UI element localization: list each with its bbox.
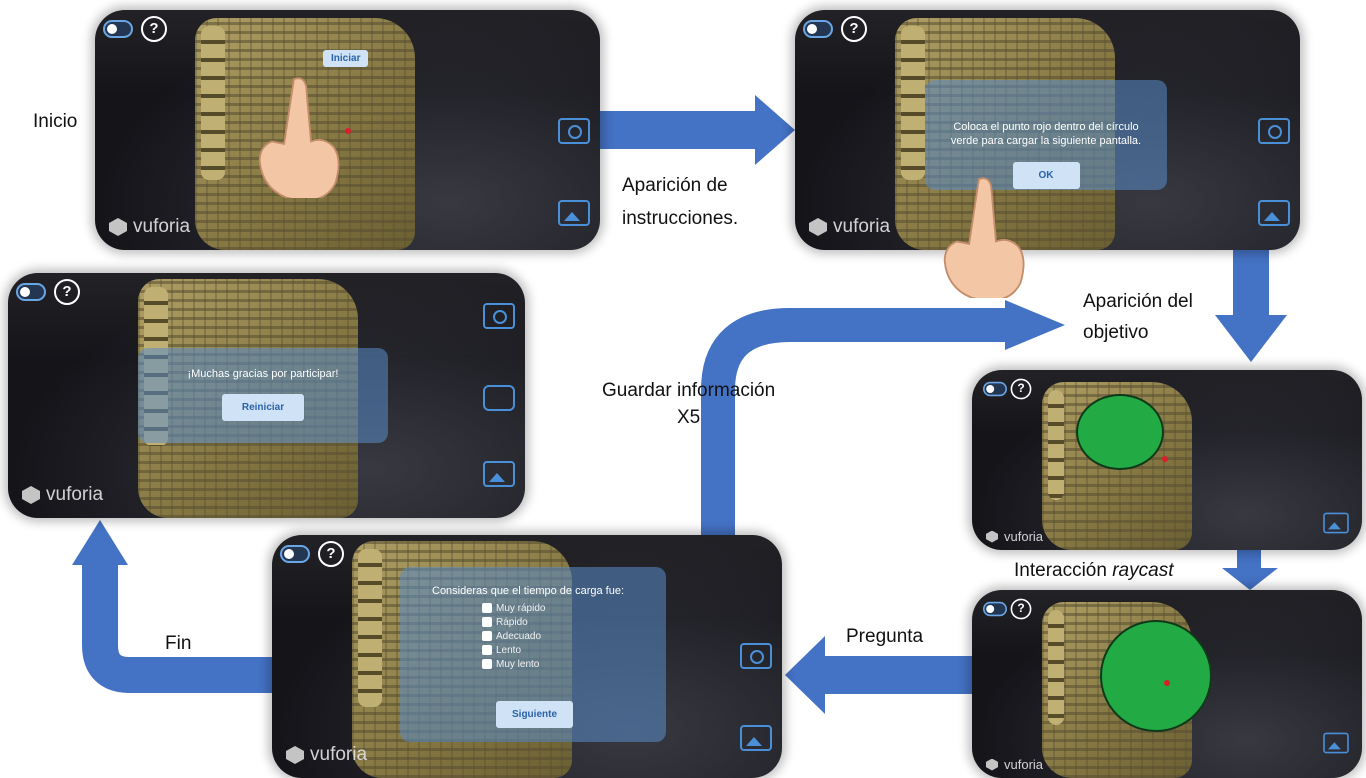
thanks-message: ¡Muchas gracias por participar! — [187, 368, 339, 380]
screen-raycast: ? vuforia — [972, 590, 1362, 778]
vuforia-logo: vuforia — [986, 757, 1043, 772]
vuforia-logo: vuforia — [22, 484, 103, 506]
option-item[interactable]: Muy rápido — [482, 601, 666, 615]
toggle-icon[interactable] — [16, 283, 46, 301]
gallery-icon[interactable] — [1323, 512, 1349, 534]
ok-button[interactable]: OK — [1012, 162, 1080, 189]
target-circle — [1076, 394, 1164, 470]
help-icon[interactable]: ? — [141, 16, 167, 42]
checkbox[interactable] — [482, 659, 492, 669]
label-interaccion-raycast: Interacción raycast — [1014, 560, 1174, 581]
vuforia-logo: vuforia — [809, 216, 890, 238]
toggle-icon[interactable] — [103, 20, 133, 38]
hand-pointer-icon — [258, 77, 340, 198]
camera-icon[interactable] — [558, 118, 590, 144]
restart-button[interactable]: Reiniciar — [221, 394, 305, 421]
label-fin: Fin — [165, 633, 192, 654]
option-item[interactable]: Adecuado — [482, 629, 666, 643]
arrow-objetivo-to-raycast — [1222, 548, 1278, 590]
toggle-icon[interactable] — [280, 545, 310, 563]
label-aparicion-objetivo: Aparición del objetivo — [1083, 291, 1193, 343]
vuforia-logo: vuforia — [109, 216, 190, 238]
arrow-raycast-to-pregunta — [785, 636, 975, 714]
checkbox[interactable] — [482, 617, 492, 627]
pointer-dot — [1162, 456, 1168, 462]
label-pregunta: Pregunta — [846, 626, 924, 647]
gallery-icon[interactable] — [483, 461, 515, 487]
arrow-pregunta-to-fin — [72, 520, 275, 693]
screen-inicio: ? Iniciar vuforia — [95, 10, 600, 250]
hand-pointer-icon — [943, 177, 1025, 298]
toggle-icon[interactable] — [983, 381, 1007, 397]
record-icon[interactable] — [483, 385, 515, 411]
checkbox[interactable] — [482, 631, 492, 641]
next-button[interactable]: Siguiente — [496, 701, 574, 728]
screen-objetivo: ? vuforia — [972, 370, 1362, 550]
label-inicio: Inicio — [33, 111, 78, 132]
screen-instrucciones: ? Coloca el punto rojo dentro del círcul… — [795, 10, 1300, 250]
screen-fin: ? ¡Muchas gracias por participar! Reinic… — [8, 273, 525, 518]
help-icon[interactable]: ? — [1010, 378, 1032, 400]
start-button[interactable]: Iniciar — [323, 50, 369, 67]
gallery-icon[interactable] — [558, 200, 590, 226]
instructions-text-line1: Coloca el punto rojo dentro del círculo — [953, 121, 1139, 133]
gallery-icon[interactable] — [1258, 200, 1290, 226]
option-item[interactable]: Lento — [482, 643, 666, 657]
option-item[interactable]: Rápido — [482, 615, 666, 629]
thanks-dialog: ¡Muchas gracias por participar! Reinicia… — [138, 348, 388, 443]
vuforia-logo: vuforia — [286, 744, 367, 766]
target-circle — [1100, 620, 1212, 732]
instructions-text-line2: verde para cargar la siguiente pantalla. — [950, 135, 1142, 147]
checkbox[interactable] — [482, 603, 492, 613]
vuforia-logo: vuforia — [986, 529, 1043, 544]
help-icon[interactable]: ? — [54, 279, 80, 305]
arrow-instrucciones-to-objetivo — [1215, 248, 1287, 362]
pointer-dot — [345, 128, 351, 134]
option-item[interactable]: Muy lento — [482, 657, 666, 671]
arrow-guardar-loop — [701, 300, 1065, 535]
arrow-inicio-to-instrucciones — [600, 95, 795, 165]
camera-icon[interactable] — [483, 303, 515, 329]
gallery-icon[interactable] — [1323, 732, 1349, 754]
help-icon[interactable]: ? — [1010, 598, 1032, 620]
toggle-icon[interactable] — [803, 20, 833, 38]
help-icon[interactable]: ? — [318, 541, 344, 567]
label-guardar-informacion: Guardar información X5 — [602, 380, 776, 428]
help-icon[interactable]: ? — [841, 16, 867, 42]
instructions-dialog: Coloca el punto rojo dentro del círculo … — [925, 80, 1167, 190]
toggle-icon[interactable] — [983, 601, 1007, 617]
pointer-dot — [1164, 680, 1170, 686]
label-aparicion-instrucciones: Aparición de instrucciones. — [622, 175, 739, 229]
camera-icon[interactable] — [740, 643, 772, 669]
screen-pregunta: ? Consideras que el tiempo de carga fue:… — [272, 535, 782, 778]
checkbox[interactable] — [482, 645, 492, 655]
gallery-icon[interactable] — [740, 725, 772, 751]
question-dialog: Consideras que el tiempo de carga fue: M… — [400, 567, 666, 742]
question-text: Consideras que el tiempo de carga fue: — [432, 585, 625, 597]
camera-icon[interactable] — [1258, 118, 1290, 144]
options-list: Muy rápido Rápido Adecuado Lento Muy len… — [482, 601, 666, 671]
